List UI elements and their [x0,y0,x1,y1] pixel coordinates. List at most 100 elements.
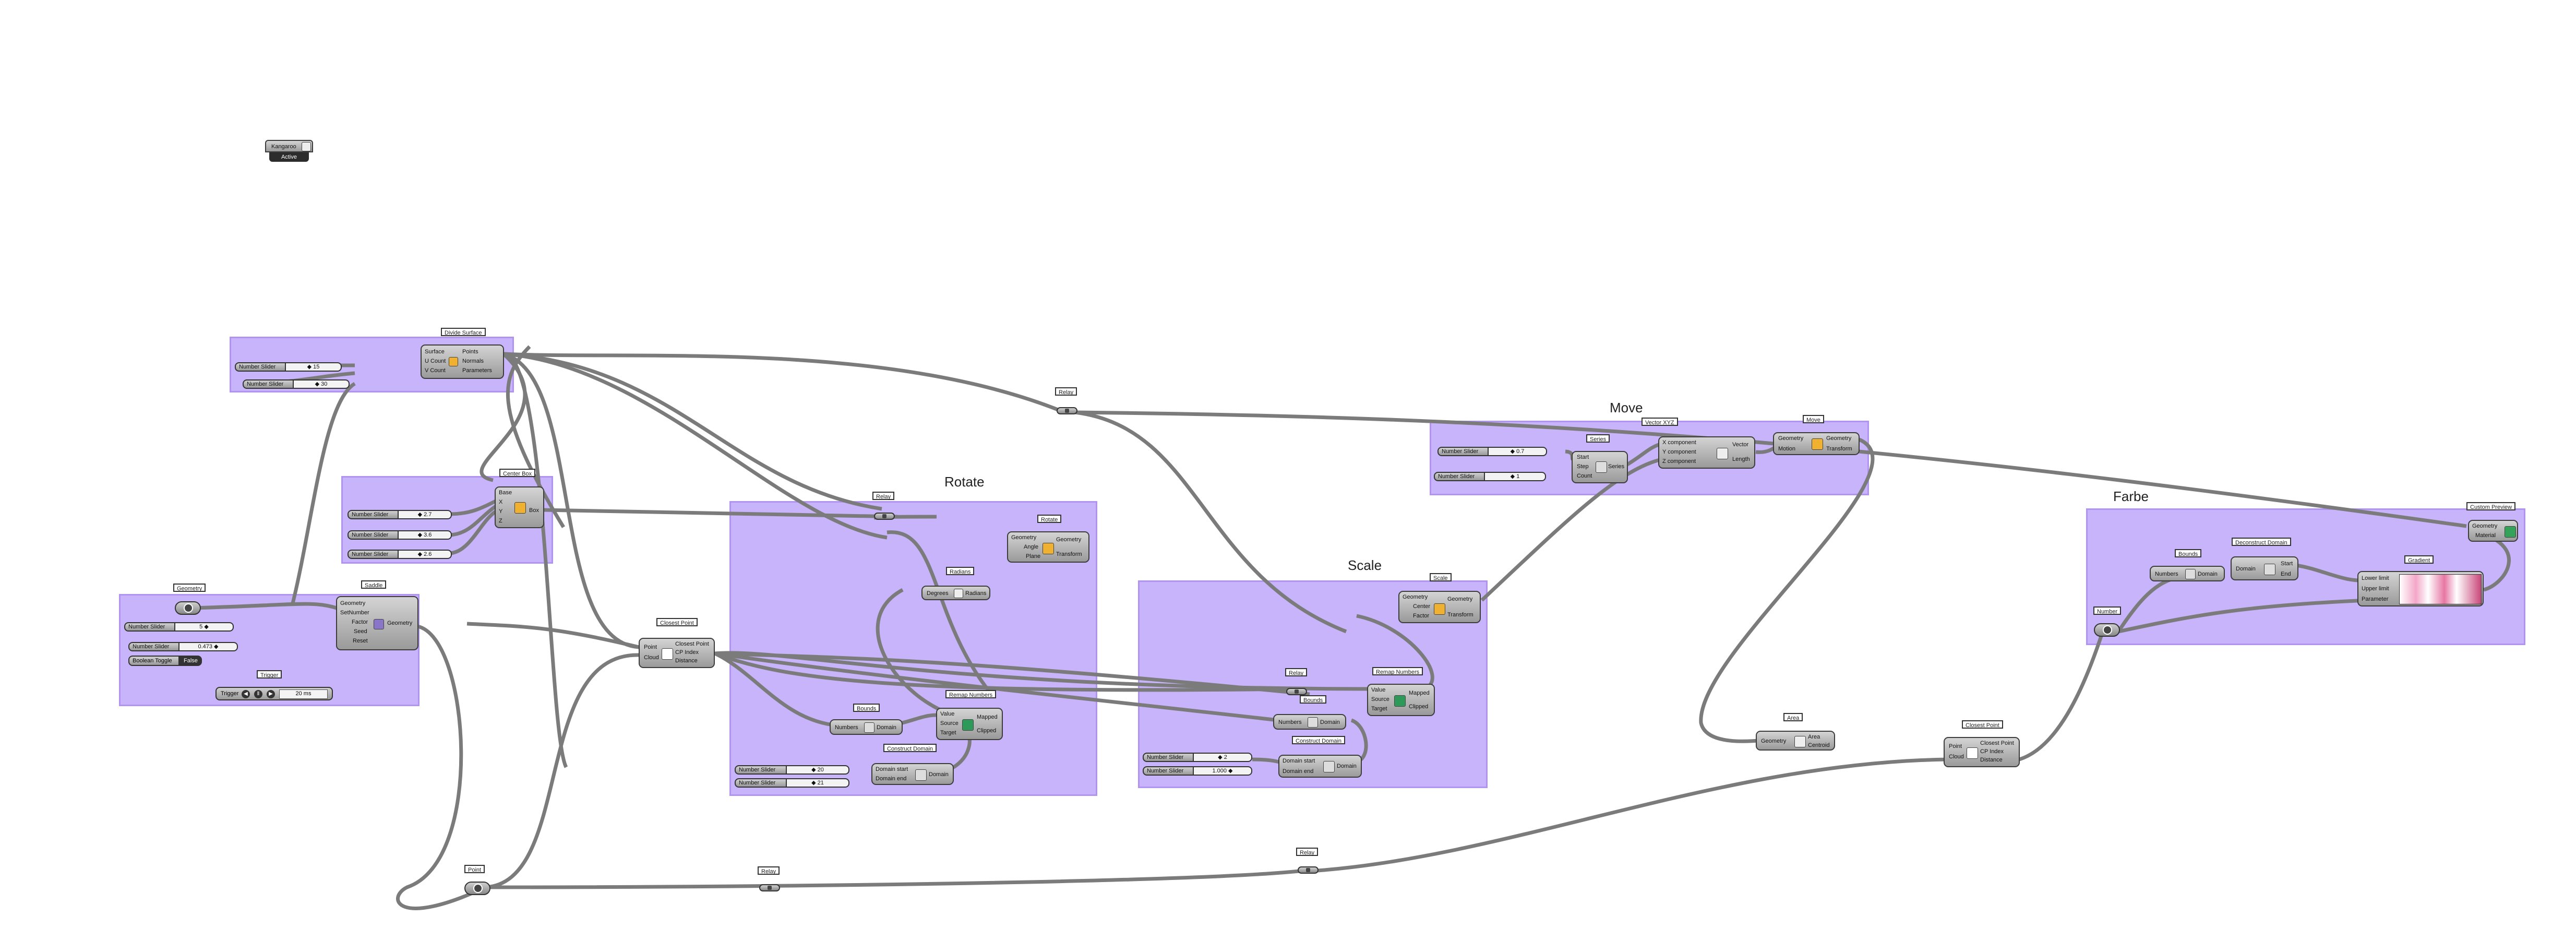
output-end: End [2281,571,2291,577]
slider-value[interactable]: ◆ 2 [1194,753,1252,762]
relay-5[interactable] [1298,866,1319,874]
trigger-component[interactable]: Trigger ◀ Ⅱ ▶ 20 ms [215,687,333,700]
series-component[interactable]: Start Step Count Series [1572,451,1628,483]
slider-saddle-factor[interactable]: Number Slider 5 ◆ [124,622,234,632]
center-box-component[interactable]: Base X Y Z Box [495,486,544,528]
bounds-component-3[interactable]: Numbers Domain [2150,566,2225,581]
slider-box-x[interactable]: Number Slider ◆ 2.7 [348,510,452,519]
output-closest-point: Closest Point [1980,740,2014,746]
relay-4[interactable] [759,884,780,891]
slider-value[interactable]: ◆ 2.6 [399,550,452,559]
remap-numbers-component-2[interactable]: Value Source Target Mapped Clipped [1367,684,1435,716]
deconstruct-domain-component[interactable]: Domain Start End [2231,556,2298,580]
number-param[interactable] [2094,623,2120,637]
slider-value[interactable]: ◆ 30 [294,379,350,389]
slider-value[interactable]: ◆ 20 [787,765,849,775]
remap-numbers-component-1[interactable]: Value Source Target Mapped Clipped [936,708,1003,740]
slider-label: Number Slider [348,510,399,519]
relay-3[interactable] [1286,688,1307,695]
wire [485,653,640,889]
relay-1[interactable] [1057,407,1077,414]
play-icon[interactable]: ▶ [267,690,275,698]
slider-value[interactable]: 1.000 ◆ [1194,766,1252,776]
radians-component[interactable]: Degrees Radians [921,586,990,600]
tag-relay-2: Relay [872,492,895,500]
output-cp-index: CP Index [675,649,699,656]
tag-vector-xyz: Vector XYZ [1642,418,1678,426]
output-normals: Normals [462,358,484,364]
bounds-component-1[interactable]: Numbers Domain [830,719,903,735]
rotate-component[interactable]: Geometry Angle Plane Geometry Transform [1007,531,1089,563]
toggle-value[interactable]: False [179,656,202,666]
scale-component[interactable]: Geometry Center Factor Geometry Transfor… [1398,591,1481,623]
slider-move-start[interactable]: Number Slider ◆ 0.7 [1437,447,1547,456]
input-lower-limit: Lower limit [2362,575,2389,581]
tag-radians: Radians [946,567,975,575]
custom-preview-component[interactable]: Geometry Material [2468,520,2518,542]
vector-xyz-component[interactable]: X component Y component Z component Vect… [1658,436,1755,469]
slider-value[interactable]: 0.473 ◆ [179,642,238,651]
construct-domain-component-2[interactable]: Domain start Domain end Domain [1278,755,1362,778]
input-domain-end: Domain end [876,776,907,782]
slider-value[interactable]: ◆ 2.7 [399,510,452,519]
slider-label: Number Slider [1143,753,1194,762]
slider-move-count[interactable]: Number Slider ◆ 1 [1434,472,1546,481]
wire [466,622,640,649]
preview-icon [2505,526,2516,538]
bounds-component-2[interactable]: Numbers Domain [1273,714,1346,730]
slider-rot-b[interactable]: Number Slider ◆ 21 [735,778,849,788]
tag-remap-2: Remap Numbers [1372,667,1423,675]
construct-domain-component-1[interactable]: Domain start Domain end Domain [871,763,954,785]
slider-value[interactable]: ◆ 1 [1485,472,1546,481]
output-domain: Domain [877,724,896,731]
boolean-toggle[interactable]: Boolean Toggle False [128,656,207,666]
tag-gradient: Gradient [2404,555,2434,564]
slider-value[interactable]: 5 ◆ [175,622,234,632]
closest-point-component-1[interactable]: Point Cloud Closest Point CP Index Dista… [639,638,715,668]
trigger-interval[interactable]: 20 ms [279,689,328,699]
move-component[interactable]: Geometry Motion Geometry Transform [1773,432,1860,455]
slider-ds-u[interactable]: Number Slider ◆ 15 [235,362,342,372]
reset-icon[interactable]: ◀ [242,690,250,698]
input-numbers: Numbers [835,724,858,731]
closest-point-component-2[interactable]: Point Cloud Closest Point CP Index Dista… [1944,737,2020,767]
slider-rot-a[interactable]: Number Slider ◆ 20 [735,765,849,775]
gradient-swatch[interactable] [2399,574,2482,604]
output-length: Length [1732,456,1750,462]
divide-surface-component[interactable]: Surface U Count V Count Points Normals P… [421,344,504,379]
wire [503,352,1065,414]
gradient-component[interactable]: Lower limit Upper limit Parameter [2357,571,2484,606]
slider-box-z[interactable]: Number Slider ◆ 2.6 [348,550,452,559]
input-factor: Factor [1413,613,1430,619]
slider-scale-a[interactable]: Number Slider ◆ 2 [1143,753,1252,762]
pause-icon[interactable]: Ⅱ [254,690,262,698]
toggle-label: Boolean Toggle [128,656,179,666]
slider-value[interactable]: ◆ 21 [787,778,849,788]
relay-2[interactable] [874,513,895,520]
bounds-icon [1308,717,1318,728]
slider-saddle-seed[interactable]: Number Slider 0.473 ◆ [128,642,238,651]
input-domain-end: Domain end [1283,768,1314,775]
slider-value[interactable]: ◆ 0.7 [1489,447,1547,456]
output-start: Start [2281,561,2293,567]
kangaroo-badge[interactable]: Kangaroo [265,140,313,152]
input-geometry: Geometry [1011,534,1037,541]
slider-value[interactable]: ◆ 3.6 [399,530,452,540]
input-surface: Surface [425,349,445,355]
area-component[interactable]: Geometry Area Centroid [1756,731,1835,751]
slider-value[interactable]: ◆ 15 [286,362,342,372]
tag-bounds-2: Bounds [1300,695,1327,704]
input-center: Center [1413,603,1431,610]
slider-ds-v[interactable]: Number Slider ◆ 30 [243,379,350,389]
slider-label: Number Slider [1437,447,1489,456]
closest-point-icon [662,648,673,660]
construct-domain-icon [1323,761,1335,772]
deconstruct-domain-icon [2264,564,2275,575]
slider-box-y[interactable]: Number Slider ◆ 3.6 [348,530,452,540]
saddle-component[interactable]: Geometry SetNumber Factor Seed Reset Geo… [336,596,418,650]
slider-label: Number Slider [348,530,399,540]
slider-scale-b[interactable]: Number Slider 1.000 ◆ [1143,766,1252,776]
point-param[interactable] [464,882,490,895]
tag-relay-5: Relay [1296,848,1319,856]
geometry-param[interactable] [175,601,201,615]
